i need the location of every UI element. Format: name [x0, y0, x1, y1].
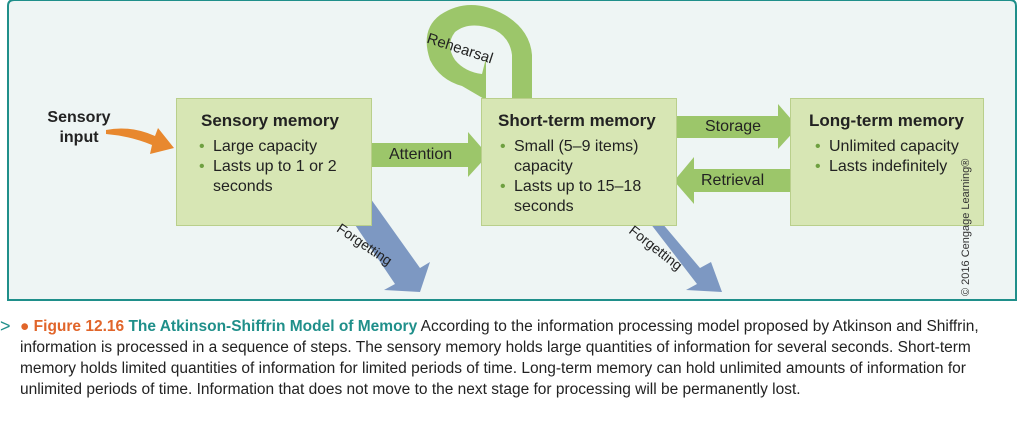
- bullet: Unlimited capacity: [815, 137, 970, 157]
- bullet: Lasts indefinitely: [815, 157, 970, 177]
- retrieval-arrow: [674, 157, 792, 204]
- bullet: Large capacity: [199, 137, 364, 157]
- short-term-memory-title: Short-term memory: [498, 111, 656, 130]
- bullet: Lasts up to 1 or 2 seconds: [199, 157, 364, 197]
- short-term-memory-box: Short-term memory Small (5–9 items) capa…: [481, 98, 677, 226]
- sensory-memory-bullets: Large capacity Lasts up to 1 or 2 second…: [199, 137, 364, 197]
- sensory-input-arrow: [106, 128, 174, 154]
- storage-label: Storage: [705, 118, 762, 135]
- caption-marker-icon: >: [0, 316, 11, 336]
- storage-arrow: [676, 104, 798, 149]
- long-term-memory-box: Long-term memory Unlimited capacity Last…: [790, 98, 984, 226]
- long-term-memory-bullets: Unlimited capacity Lasts indefinitely: [815, 137, 970, 177]
- figure-title: The Atkinson-Shiffrin Model of Memory: [128, 318, 418, 335]
- retrieval-label: Retrieval: [701, 172, 765, 189]
- sensory-memory-box: Sensory memory Large capacity Lasts up t…: [176, 98, 372, 226]
- bullet: Lasts up to 15–18 seconds: [500, 177, 668, 217]
- caption-text: According to the information processing …: [20, 318, 979, 398]
- forgetting-arrow-2: [600, 197, 722, 292]
- copyright-notice: © 2016 Cengage Learning®: [960, 158, 972, 296]
- attention-arrow: [368, 132, 488, 177]
- bullet: Small (5–9 items) capacity: [500, 137, 668, 177]
- figure-caption: ● Figure 12.16 The Atkinson-Shiffrin Mod…: [20, 316, 980, 400]
- short-term-memory-bullets: Small (5–9 items) capacity Lasts up to 1…: [500, 137, 668, 217]
- long-term-memory-title: Long-term memory: [809, 111, 964, 130]
- sensory-input-label: Sensory input: [47, 109, 111, 146]
- sensory-memory-title: Sensory memory: [201, 111, 339, 130]
- attention-label: Attention: [389, 146, 453, 163]
- rehearsal-arrow: [426, 5, 532, 100]
- figure-label: ● Figure 12.16: [20, 318, 125, 335]
